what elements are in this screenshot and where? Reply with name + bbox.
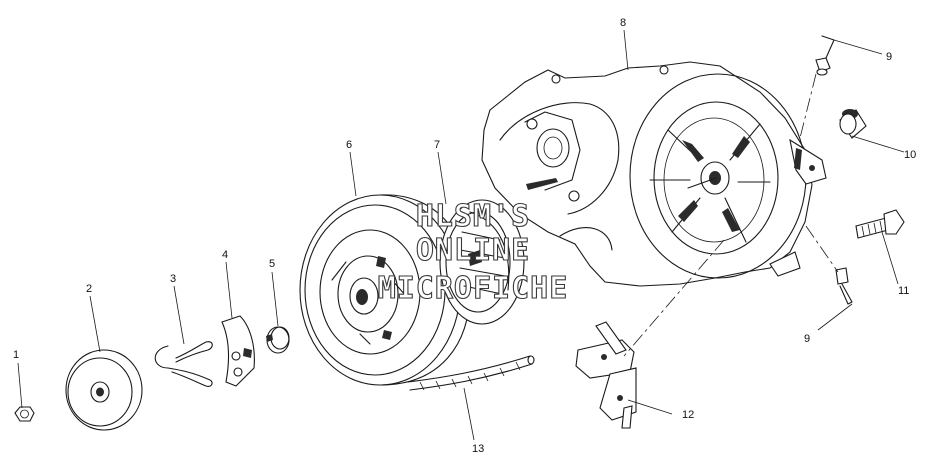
spring-part-5 bbox=[266, 326, 290, 354]
bolt-part-11 bbox=[855, 209, 905, 239]
nut-part-1 bbox=[14, 406, 35, 422]
watermark-line-1: HLSM'S bbox=[416, 199, 530, 234]
cover-disc-part-2 bbox=[65, 349, 143, 431]
wire-clip-part-3 bbox=[154, 341, 213, 387]
starter-rope-part-13 bbox=[407, 355, 535, 391]
callout-8: 8 bbox=[620, 17, 626, 29]
callout-2: 2 bbox=[86, 283, 92, 295]
callout-3: 3 bbox=[170, 273, 176, 285]
watermark: HLSM'S ONLINE MICROFICHE bbox=[377, 198, 569, 306]
callout-1: 1 bbox=[13, 349, 19, 361]
rivet-part-9-lower bbox=[835, 267, 853, 305]
rope-reel-part-7 bbox=[439, 199, 525, 325]
callout-5: 5 bbox=[269, 258, 275, 270]
bushing-part-10 bbox=[839, 109, 867, 139]
recoil-housing-part-8 bbox=[481, 61, 827, 287]
pawl-plate-part-4 bbox=[221, 315, 255, 387]
pulley-part-6 bbox=[299, 194, 471, 386]
leader-lines bbox=[17, 29, 905, 441]
callout-10: 10 bbox=[904, 149, 916, 161]
callout-11: 11 bbox=[898, 285, 909, 297]
callout-4: 4 bbox=[222, 249, 228, 261]
callout-13: 13 bbox=[472, 443, 484, 455]
callout-numbers: 1 2 3 4 5 6 7 8 9 10 11 9 12 13 bbox=[13, 17, 916, 455]
watermark-line-2: ONLINE bbox=[416, 233, 530, 268]
bracket-part-12 bbox=[575, 321, 637, 429]
watermark-line-3: MICROFICHE bbox=[378, 271, 569, 306]
callout-12: 12 bbox=[682, 409, 694, 421]
assembly-centerlines bbox=[623, 73, 839, 357]
callout-9-upper: 9 bbox=[886, 51, 892, 63]
callout-7: 7 bbox=[434, 139, 440, 151]
callout-9-lower: 9 bbox=[804, 333, 810, 345]
rivet-part-9-upper bbox=[815, 35, 835, 76]
callout-6: 6 bbox=[346, 139, 352, 151]
